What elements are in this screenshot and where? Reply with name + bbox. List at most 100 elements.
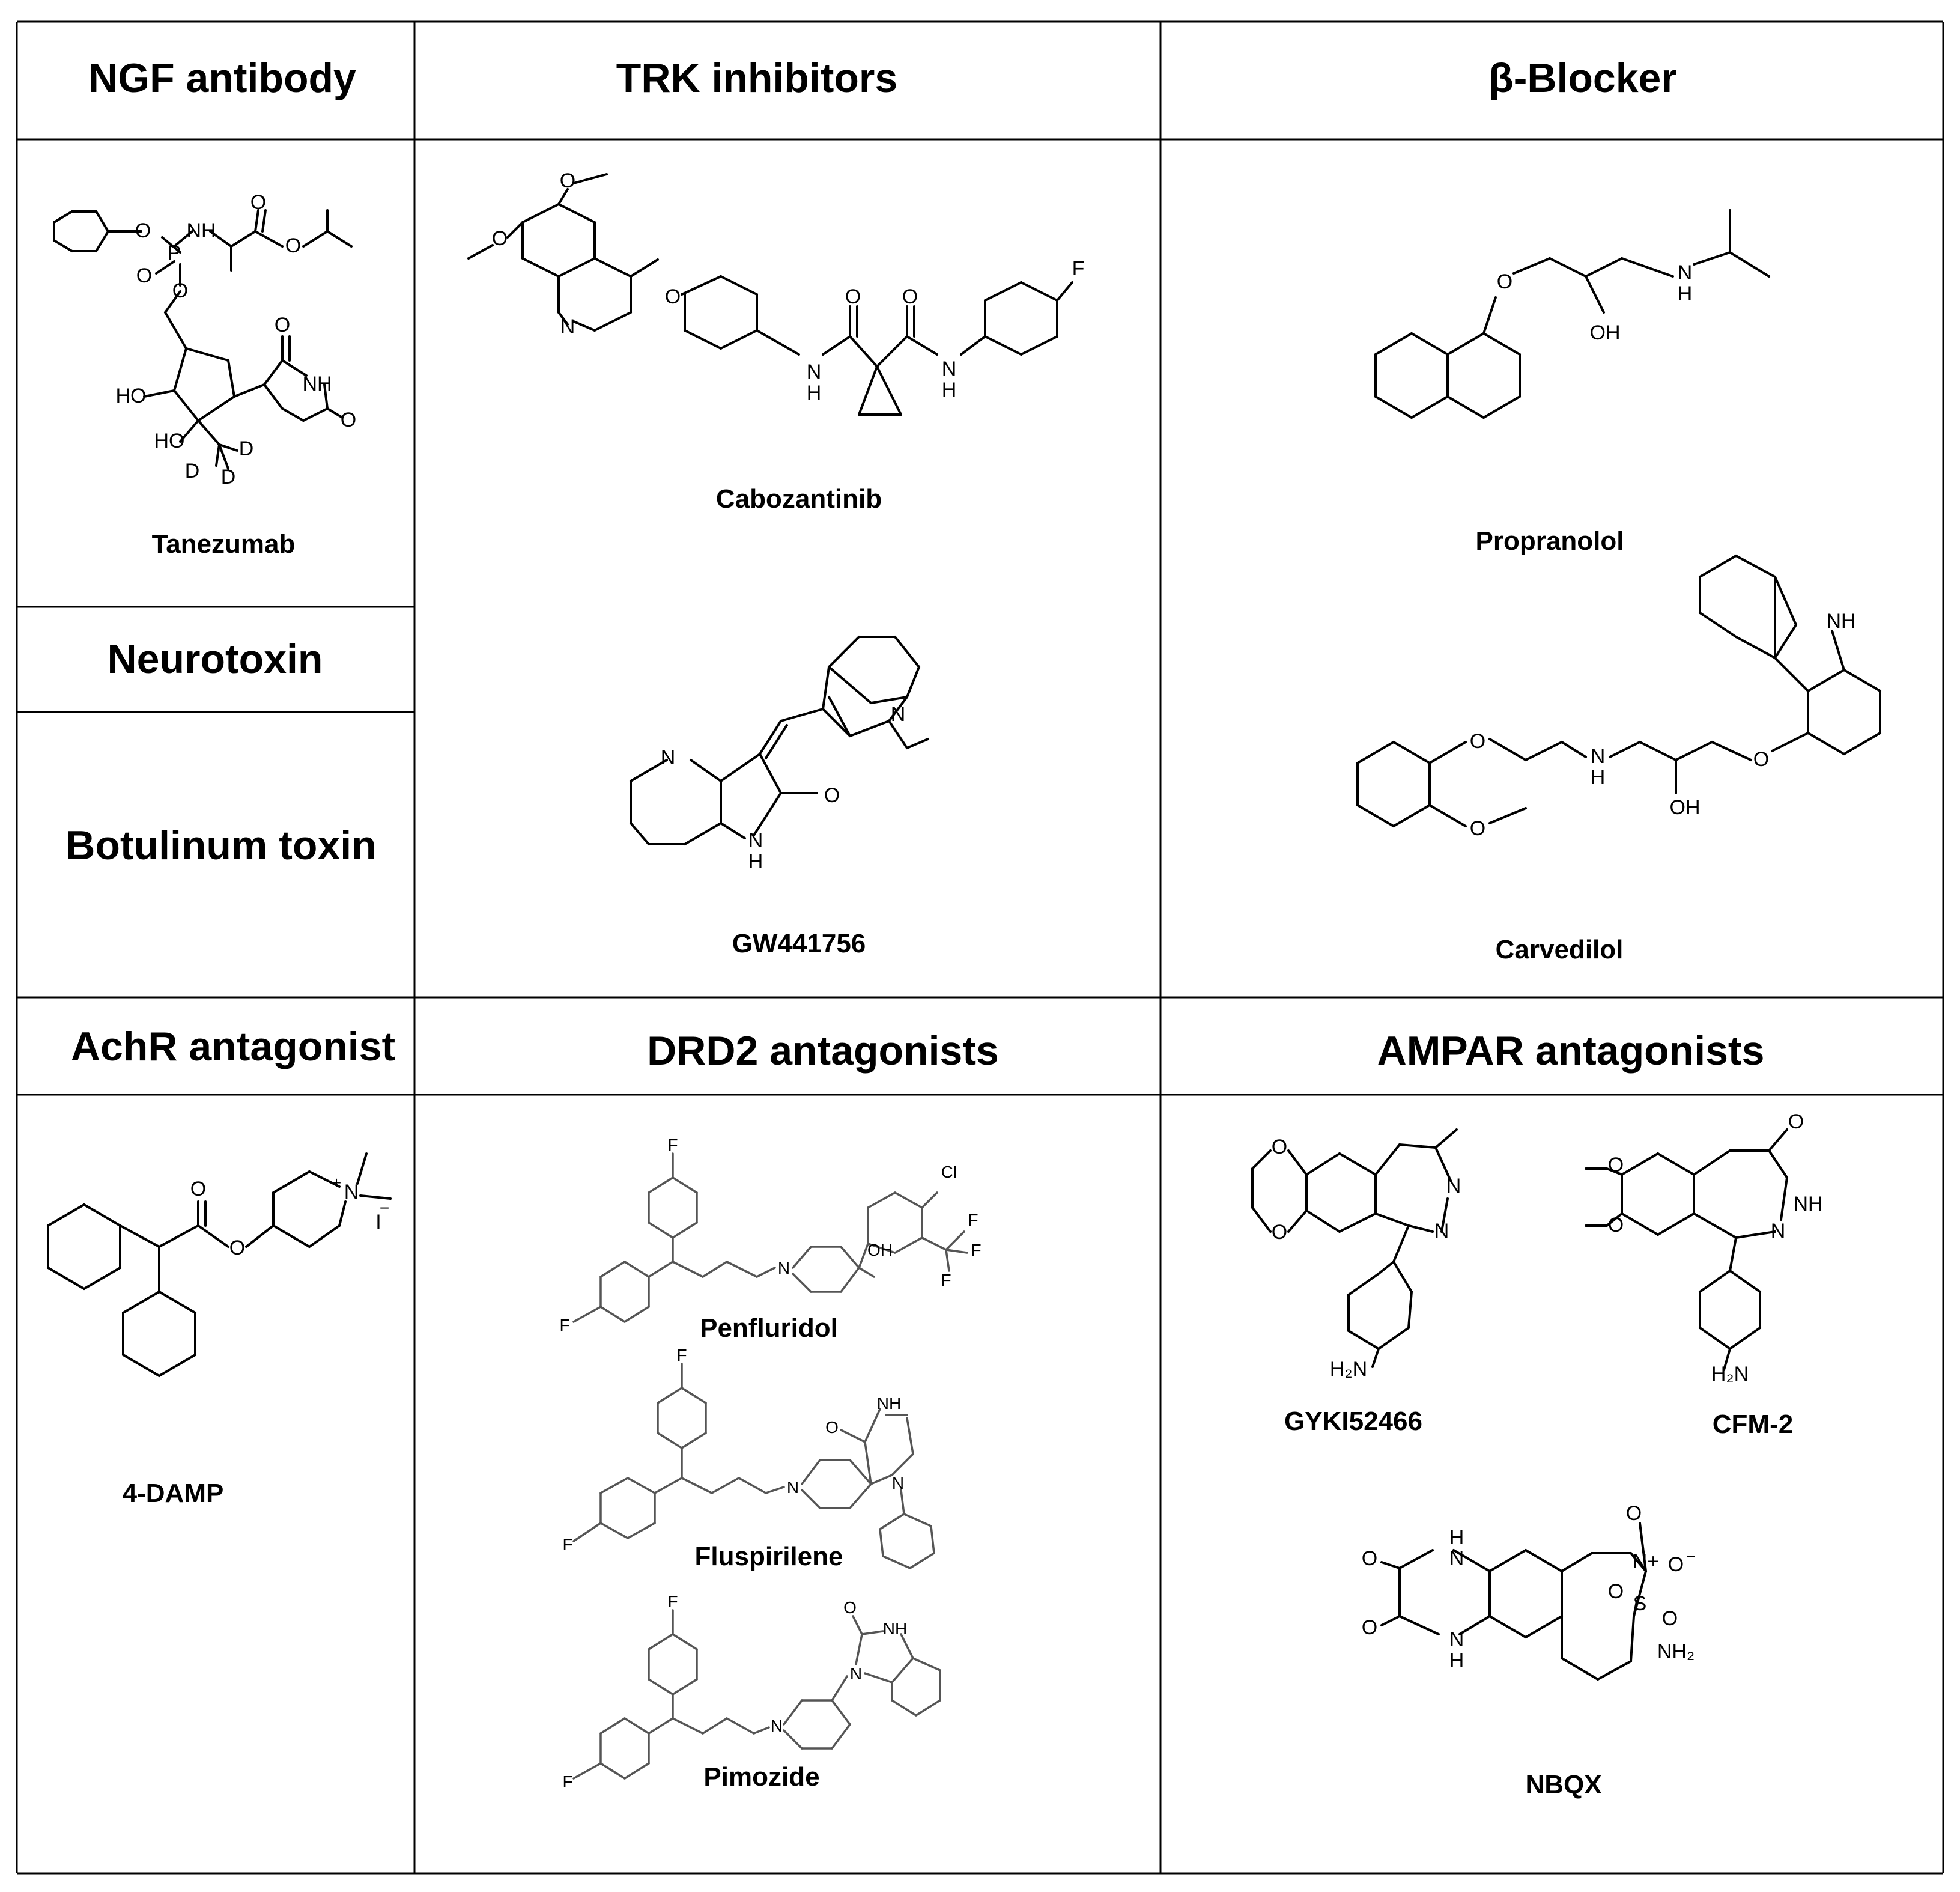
svg-text:N: N <box>1434 1220 1449 1243</box>
svg-text:O: O <box>1626 1502 1642 1525</box>
svg-text:F: F <box>971 1241 981 1259</box>
svg-text:O: O <box>1362 1616 1377 1639</box>
svg-text:O: O <box>1497 270 1512 293</box>
svg-text:N: N <box>942 357 957 380</box>
svg-text:D: D <box>185 460 200 482</box>
svg-text:N: N <box>1771 1220 1786 1243</box>
structure-fluspirilene: F F N O NH N <box>562 1346 935 1569</box>
header-drd2-antagonists: DRD2 antagonists <box>647 1028 999 1074</box>
svg-text:O: O <box>1608 1214 1624 1236</box>
svg-text:F: F <box>562 1772 572 1791</box>
svg-text:H: H <box>748 850 763 873</box>
svg-text:N+: N+ <box>1633 1550 1659 1573</box>
svg-text:F: F <box>562 1535 572 1554</box>
label-tanezumab: Tanezumab <box>152 529 296 559</box>
svg-text:N: N <box>787 1478 799 1497</box>
label-gw441756: GW441756 <box>732 929 866 958</box>
svg-text:O: O <box>285 234 301 257</box>
svg-text:O: O <box>825 1418 839 1437</box>
svg-text:O: O <box>1788 1110 1804 1133</box>
svg-text:O: O <box>135 219 151 242</box>
svg-text:N: N <box>892 1474 904 1492</box>
svg-text:H: H <box>807 382 822 404</box>
svg-text:H₂N: H₂N <box>1330 1358 1367 1381</box>
svg-text:O: O <box>250 191 266 214</box>
svg-text:O: O <box>560 169 575 192</box>
structure-carvedilol: O N H OH O NH O <box>1356 555 1881 840</box>
svg-text:O: O <box>1662 1607 1678 1630</box>
header-botulinum-toxin: Botulinum toxin <box>65 823 376 868</box>
svg-text:O: O <box>275 314 290 336</box>
svg-text:O: O <box>845 285 861 308</box>
svg-text:OH: OH <box>1590 321 1621 344</box>
svg-text:N: N <box>1446 1175 1461 1197</box>
svg-text:NH: NH <box>186 219 216 242</box>
svg-text:O: O <box>1272 1221 1287 1244</box>
svg-text:I: I <box>375 1211 381 1233</box>
structure-tanezumab: O P NH O O O O HO HO D D D O NH O <box>53 191 356 488</box>
label-penfluridol: Penfluridol <box>700 1313 838 1343</box>
svg-text:O: O <box>492 227 508 250</box>
label-propranolol: Propranolol <box>1476 526 1624 556</box>
svg-text:O: O <box>902 285 918 308</box>
svg-text:N: N <box>1678 261 1693 284</box>
svg-text:O: O <box>1470 730 1485 753</box>
svg-text:S: S <box>1633 1592 1647 1615</box>
structure-penfluridol: F F N OH Cl F F F <box>559 1136 981 1334</box>
svg-text:N: N <box>560 315 575 338</box>
label-gyki52466: GYKI52466 <box>1284 1407 1422 1436</box>
label-pimozide: Pimozide <box>703 1762 819 1792</box>
label-cfm-2: CFM-2 <box>1713 1410 1793 1439</box>
svg-text:O: O <box>843 1598 857 1617</box>
structure-cfm-2: O O O NH N H₂N <box>1585 1110 1823 1386</box>
svg-text:N: N <box>661 746 676 769</box>
svg-text:O: O <box>341 409 356 431</box>
label-nbqx: NBQX <box>1525 1770 1601 1799</box>
structure-pimozide: F F N O NH N <box>562 1592 941 1791</box>
svg-text:O: O <box>136 264 152 287</box>
svg-text:NH: NH <box>302 373 332 395</box>
label-carvedilol: Carvedilol <box>1496 935 1624 964</box>
svg-text:H₂N: H₂N <box>1711 1363 1749 1386</box>
svg-text:HO: HO <box>116 385 147 407</box>
svg-text:O: O <box>1272 1136 1287 1158</box>
label-fluspirilene: Fluspirilene <box>695 1542 843 1571</box>
svg-text:N: N <box>891 703 906 726</box>
svg-text:F: F <box>559 1316 569 1334</box>
svg-text:+: + <box>332 1173 341 1192</box>
svg-text:OH: OH <box>1670 796 1701 819</box>
svg-text:NH: NH <box>883 1619 907 1638</box>
svg-text:NH₂: NH₂ <box>1657 1640 1695 1663</box>
header-trk-inhibitors: TRK inhibitors <box>616 55 897 101</box>
header-achr-antagonist: AchR antagonist <box>71 1024 395 1069</box>
header-beta-blocker: β-Blocker <box>1488 55 1677 101</box>
label-cabozantinib: Cabozantinib <box>716 484 882 514</box>
svg-text:Cl: Cl <box>941 1163 957 1181</box>
svg-text:OH: OH <box>867 1241 893 1259</box>
svg-text:−: − <box>380 1199 389 1217</box>
svg-text:O: O <box>1608 1580 1624 1603</box>
svg-text:F: F <box>968 1211 978 1229</box>
svg-text:H: H <box>1449 1526 1464 1549</box>
svg-text:O: O <box>665 285 681 308</box>
svg-text:H: H <box>1591 766 1606 789</box>
svg-text:F: F <box>941 1271 951 1289</box>
structure-gw441756: N O N H N <box>630 636 929 873</box>
svg-text:D: D <box>221 466 236 488</box>
structure-propranolol: O OH N H <box>1374 209 1770 419</box>
svg-text:NH: NH <box>1793 1193 1822 1215</box>
svg-text:F: F <box>667 1136 678 1154</box>
svg-text:N: N <box>850 1664 862 1683</box>
svg-text:N: N <box>1449 1547 1464 1570</box>
svg-text:N: N <box>1449 1628 1464 1651</box>
svg-text:P: P <box>168 242 181 264</box>
svg-text:N: N <box>748 829 763 852</box>
label-4-damp: 4-DAMP <box>123 1479 224 1508</box>
svg-text:N: N <box>344 1181 359 1203</box>
svg-text:H: H <box>1678 282 1693 305</box>
svg-text:F: F <box>667 1592 678 1611</box>
svg-text:O: O <box>1470 817 1485 840</box>
svg-text:O: O <box>1668 1553 1684 1576</box>
svg-text:O: O <box>190 1178 206 1200</box>
